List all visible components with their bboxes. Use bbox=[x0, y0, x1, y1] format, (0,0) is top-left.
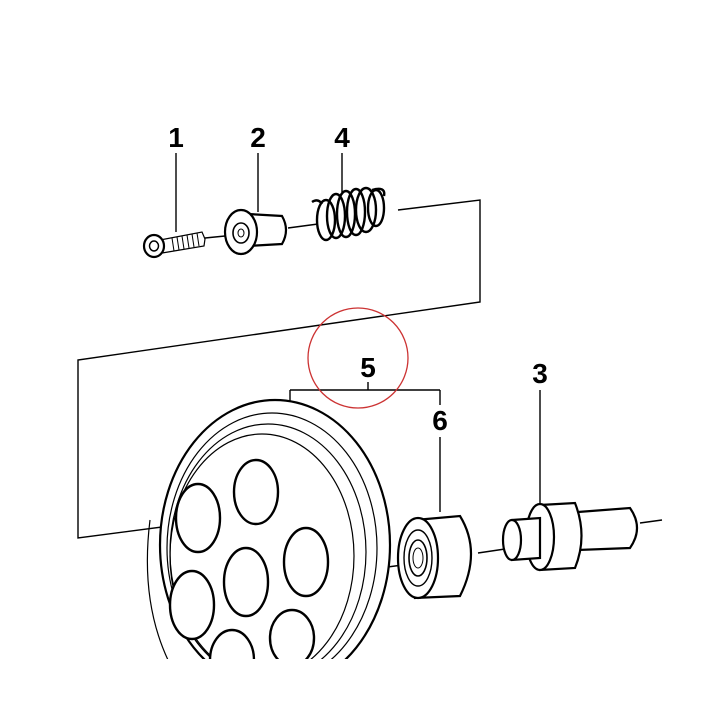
callout-5: 5 bbox=[360, 352, 376, 383]
screw-part bbox=[142, 231, 206, 259]
pulley-wheel-part bbox=[146, 398, 392, 661]
callout-2: 2 bbox=[250, 122, 266, 153]
callout-6: 6 bbox=[432, 405, 448, 436]
highlight-circle bbox=[307, 307, 409, 409]
bearing-part bbox=[396, 514, 473, 600]
sleeve-part bbox=[223, 208, 288, 256]
shaft-part bbox=[501, 501, 639, 572]
spring-part bbox=[311, 186, 386, 242]
callout-3: 3 bbox=[532, 358, 548, 389]
callout-1: 1 bbox=[168, 122, 184, 153]
callout-4: 4 bbox=[334, 122, 350, 153]
